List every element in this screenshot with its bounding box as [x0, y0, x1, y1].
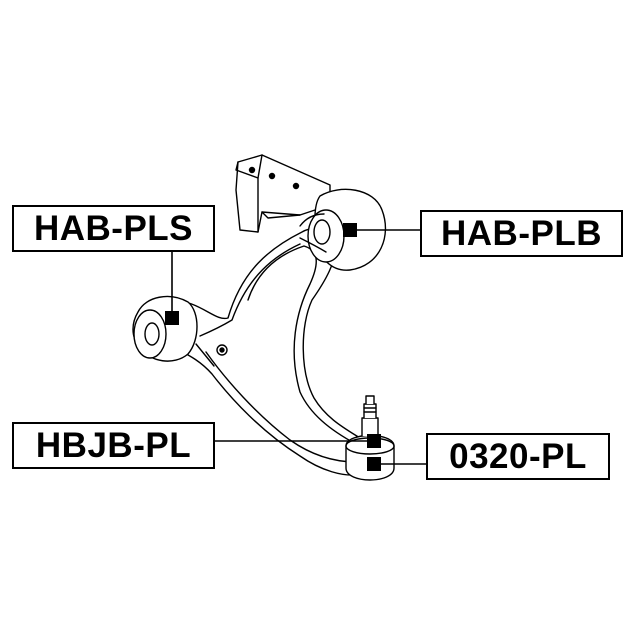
marker-hab-pls — [165, 311, 179, 325]
marker-0320-pl — [367, 457, 381, 471]
part-label-hab-plb: HAB-PLB — [420, 210, 623, 257]
part-label-hab-pls: HAB-PLS — [12, 205, 215, 252]
marker-hbjb-pl — [367, 434, 381, 448]
marker-hab-plb — [343, 223, 357, 237]
rear-mount-bracket — [235, 154, 331, 233]
part-label-0320-pl: 0320-PL — [426, 433, 610, 480]
part-label-hbjb-pl: HBJB-PL — [12, 422, 215, 469]
control-arm-body — [167, 228, 363, 476]
front-bushing — [132, 295, 198, 362]
